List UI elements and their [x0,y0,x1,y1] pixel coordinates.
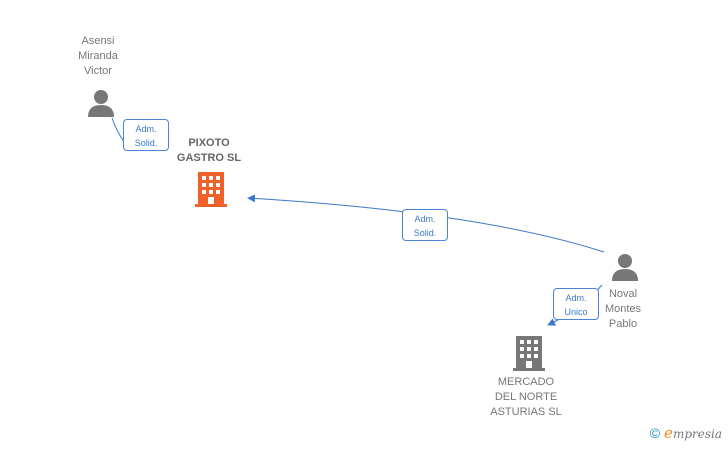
brand-logo: empresia [664,424,722,442]
building-icon[interactable] [194,170,228,208]
building-icon[interactable] [512,334,546,372]
relation-badge-noval-pixoto[interactable]: Adm. Solid. [402,209,448,241]
brand-footer: ©empresia [650,424,722,442]
copyright-icon: © [649,425,661,441]
person-icon[interactable] [610,252,640,282]
company-label-mercado[interactable]: MERCADO DEL NORTE ASTURIAS SL [490,376,562,418]
relation-badge-noval-mercado[interactable]: Adm. Unico [553,288,599,320]
company-label-pixoto[interactable]: PIXOTO GASTRO SL [176,137,242,164]
person-icon[interactable] [86,88,116,118]
person-label-noval[interactable]: Noval Montes Pablo [604,288,642,330]
edge-noval-pixoto [247,194,605,253]
relation-badge-asensi-pixoto[interactable]: Adm. Solid. [123,119,169,151]
person-label-asensi[interactable]: Asensi Miranda Victor [78,35,118,77]
